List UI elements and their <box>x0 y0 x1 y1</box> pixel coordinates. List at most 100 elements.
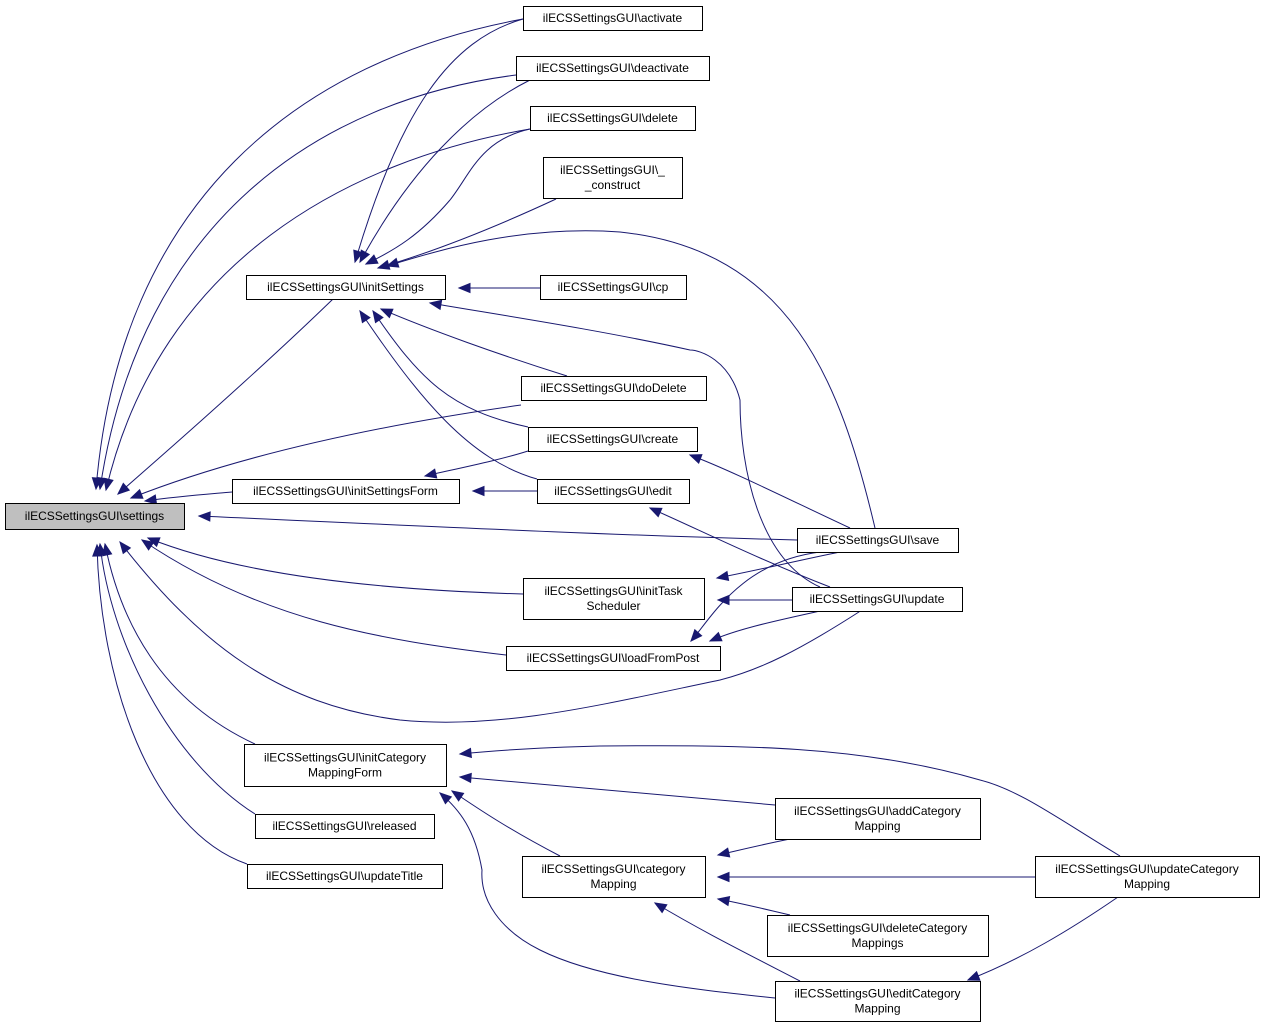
node-label: ilECSSettingsGUI\initTask <box>544 584 683 598</box>
edge-line <box>372 310 529 428</box>
edge-save-to-settings <box>197 511 798 541</box>
node-update[interactable]: ilECSSettingsGUI\update <box>792 587 963 612</box>
node-initSettings[interactable]: ilECSSettingsGUI\initSettings <box>246 275 446 300</box>
node-label: ilECSSettingsGUI\initSettingsForm <box>253 484 438 498</box>
node-label: ilECSSettingsGUI\deleteCategory <box>788 921 967 935</box>
node-initSettingsForm[interactable]: ilECSSettingsGUI\initSettingsForm <box>232 479 460 504</box>
edge-activate-to-settings <box>91 18 524 491</box>
nodes-layer: ilECSSettingsGUI\settings ilECSSettingsGU… <box>5 6 1260 1022</box>
node-box <box>521 376 707 401</box>
edge-activate-to-initSettings <box>353 18 524 264</box>
node-cp[interactable]: ilECSSettingsGUI\cp <box>540 275 687 300</box>
arrowhead <box>708 631 723 642</box>
node-deactivate[interactable]: ilECSSettingsGUI\deactivate <box>516 56 710 81</box>
edge-line <box>117 298 334 495</box>
edge-line <box>99 543 256 815</box>
arrowhead <box>372 309 384 324</box>
node-box <box>1035 856 1260 898</box>
node-label: ilECSSettingsGUI\cp <box>558 280 669 294</box>
node-construct[interactable]: ilECSSettingsGUI\__construct <box>543 157 683 199</box>
edge-create-to-initSettings <box>372 309 529 428</box>
edge-addCategoryMapping-to-categoryMapping <box>716 838 791 858</box>
arrowhead <box>458 747 472 759</box>
node-box <box>246 275 446 300</box>
edge-deactivate-to-initSettings <box>359 79 531 264</box>
edge-initTaskScheduler-to-settings <box>146 537 524 595</box>
node-activate[interactable]: ilECSSettingsGUI\activate <box>523 6 703 31</box>
node-create[interactable]: ilECSSettingsGUI\create <box>528 427 698 452</box>
arrowhead <box>428 299 443 311</box>
node-label: ilECSSettingsGUI\delete <box>547 111 678 125</box>
edge-line <box>649 507 831 588</box>
edge-delete-to-settings <box>103 128 531 492</box>
node-label: ilECSSettingsGUI\initCategory <box>264 751 426 765</box>
node-box <box>522 856 706 898</box>
arrowhead <box>96 476 107 491</box>
node-label: ilECSSettingsGUI\activate <box>543 11 683 25</box>
arrowhead <box>353 249 364 264</box>
arrowhead <box>450 790 465 802</box>
node-label: ilECSSettingsGUI\settings <box>25 509 164 523</box>
node-box <box>5 503 185 530</box>
edge-line <box>354 18 524 263</box>
node-label: Mapping <box>590 877 636 891</box>
arrowhead <box>716 895 731 907</box>
edge-line <box>439 792 776 999</box>
node-label: Mapping <box>854 819 900 833</box>
node-box <box>797 528 959 553</box>
node-label: ilECSSettingsGUI\updateTitle <box>266 869 423 883</box>
arrowhead <box>385 257 400 268</box>
node-label: ilECSSettingsGUI\deactivate <box>536 61 689 75</box>
node-label: ilECSSettingsGUI\loadFromPost <box>527 651 700 665</box>
node-released[interactable]: ilECSSettingsGUI\released <box>255 814 435 839</box>
node-label: ilECSSettingsGUI\category <box>541 862 685 876</box>
edge-create-to-initSettingsForm <box>423 450 529 479</box>
node-label: ilECSSettingsGUI\addCategory <box>794 804 961 818</box>
edge-line <box>459 745 1121 857</box>
edge-line <box>359 79 531 263</box>
arrowhead <box>119 540 132 555</box>
edge-line <box>459 776 776 806</box>
node-updateTitle[interactable]: ilECSSettingsGUI\updateTitle <box>247 864 443 889</box>
node-box <box>255 814 435 839</box>
edge-updateCategoryMapping-to-editCategoryMapping <box>966 896 1119 981</box>
arrowhead <box>648 507 663 518</box>
arrowhead <box>966 970 981 981</box>
node-doDelete[interactable]: ilECSSettingsGUI\doDelete <box>521 376 707 401</box>
node-loadFromPost[interactable]: ilECSSettingsGUI\loadFromPost <box>506 646 721 671</box>
edge-save-to-create <box>688 454 851 529</box>
arrowhead <box>690 628 703 642</box>
arrowhead <box>458 772 472 784</box>
edge-update-to-initTaskScheduler <box>716 594 792 606</box>
edge-line <box>141 539 507 656</box>
node-box <box>530 106 696 131</box>
node-box <box>528 427 698 452</box>
edge-line <box>654 902 801 982</box>
edge-line <box>689 454 851 529</box>
node-edit[interactable]: ilECSSettingsGUI\edit <box>537 479 690 504</box>
node-delete[interactable]: ilECSSettingsGUI\delete <box>530 106 696 131</box>
node-settings[interactable]: ilECSSettingsGUI\settings <box>5 503 185 530</box>
node-save[interactable]: ilECSSettingsGUI\save <box>797 528 959 553</box>
edge-line <box>119 541 863 723</box>
edge-loadFromPost-to-settings <box>140 539 507 656</box>
edge-line <box>198 515 798 541</box>
node-label: ilECSSettingsGUI\released <box>272 819 416 833</box>
edge-line <box>95 18 524 490</box>
node-box <box>543 157 683 199</box>
arrowhead <box>364 254 379 265</box>
node-label: ilECSSettingsGUI\initSettings <box>267 280 424 294</box>
edge-line <box>365 128 531 265</box>
edge-line <box>359 310 538 480</box>
arrowhead <box>140 539 155 551</box>
node-label: Mapping <box>1124 877 1170 891</box>
node-box <box>523 578 705 620</box>
